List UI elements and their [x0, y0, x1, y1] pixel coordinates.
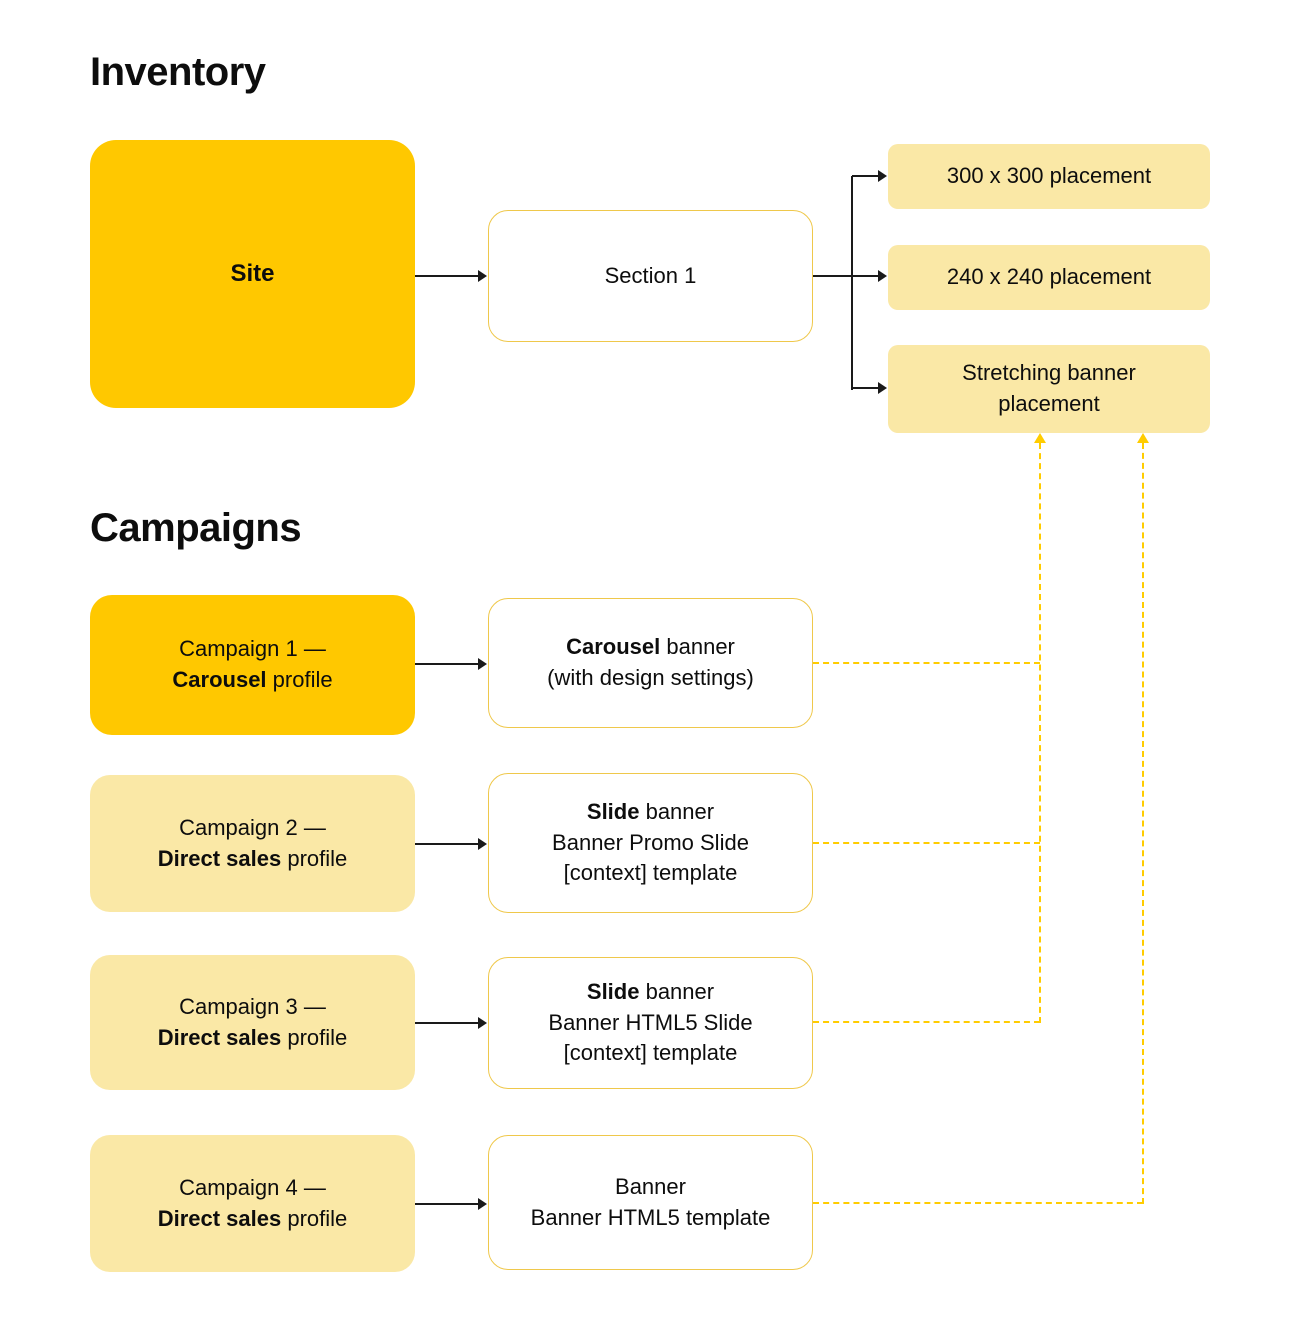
placement-label: Stretching banner placement [962, 360, 1136, 416]
branch-vertical-line [851, 176, 853, 390]
campaign-box-2: Campaign 2 — Direct sales profile [90, 775, 415, 912]
arrowhead-up-right [1137, 433, 1149, 443]
branch-bottom-line [852, 387, 878, 389]
dashed-html5-slide-to-stretching [813, 1021, 1040, 1023]
site-label: Site [230, 260, 275, 288]
campaign-label: Campaign 3 — Direct sales profile [157, 993, 348, 1050]
campaigns-title: Campaigns [90, 506, 302, 550]
banner-box-html5-slide: Slide banner Banner HTML5 Slide [context… [488, 957, 813, 1089]
dashed-carousel-to-stretching [813, 662, 1040, 664]
arrowhead-campaign4 [478, 1198, 487, 1210]
arrowhead-placement-stretch [878, 382, 887, 394]
section-label: Section 1 [604, 262, 697, 288]
arrowhead-site-to-section [478, 270, 487, 282]
banner-label: Slide banner Banner Promo Slide [context… [552, 798, 749, 886]
campaign-label: Campaign 4 — Direct sales profile [157, 1174, 348, 1231]
arrowhead-placement-240 [878, 270, 887, 282]
site-box: Site [90, 140, 415, 408]
banner-label: Banner Banner HTML5 template [530, 1173, 771, 1230]
placement-box-240x240: 240 x 240 placement [888, 245, 1210, 310]
campaign-box-1: Campaign 1 — Carousel profile [90, 595, 415, 735]
connector-campaign1-to-banner [415, 663, 478, 665]
connector-campaign3-to-banner [415, 1022, 478, 1024]
banner-label: Slide banner Banner HTML5 Slide [context… [548, 978, 753, 1066]
branch-middle-line [813, 275, 878, 277]
banner-label: Carousel banner (with design settings) [547, 634, 754, 690]
dashed-vertical-left [1039, 443, 1041, 1023]
connector-site-to-section [415, 275, 478, 277]
placement-label: 300 x 300 placement [946, 163, 1152, 189]
dashed-promo-slide-to-stretching [813, 842, 1040, 844]
campaign-box-4: Campaign 4 — Direct sales profile [90, 1135, 415, 1272]
placement-box-300x300: 300 x 300 placement [888, 144, 1210, 209]
arrowhead-campaign2 [478, 838, 487, 850]
arrowhead-up-left [1034, 433, 1046, 443]
connector-campaign4-to-banner [415, 1203, 478, 1205]
section-box: Section 1 [488, 210, 813, 342]
banner-box-promo-slide: Slide banner Banner Promo Slide [context… [488, 773, 813, 913]
branch-top-line [852, 175, 878, 177]
placement-box-stretching: Stretching banner placement [888, 345, 1210, 433]
campaign-box-3: Campaign 3 — Direct sales profile [90, 955, 415, 1090]
dashed-html5-banner-to-stretching [813, 1202, 1143, 1204]
campaign-label: Campaign 2 — Direct sales profile [157, 814, 348, 871]
connector-campaign2-to-banner [415, 843, 478, 845]
banner-box-carousel: Carousel banner (with design settings) [488, 598, 813, 728]
dashed-vertical-right [1142, 443, 1144, 1204]
arrowhead-placement-300 [878, 170, 887, 182]
arrowhead-campaign3 [478, 1017, 487, 1029]
arrowhead-campaign1 [478, 658, 487, 670]
placement-label: 240 x 240 placement [946, 264, 1152, 290]
campaign-label: Campaign 1 — Carousel profile [172, 636, 333, 692]
inventory-title: Inventory [90, 50, 266, 94]
banner-box-html5: Banner Banner HTML5 template [488, 1135, 813, 1270]
